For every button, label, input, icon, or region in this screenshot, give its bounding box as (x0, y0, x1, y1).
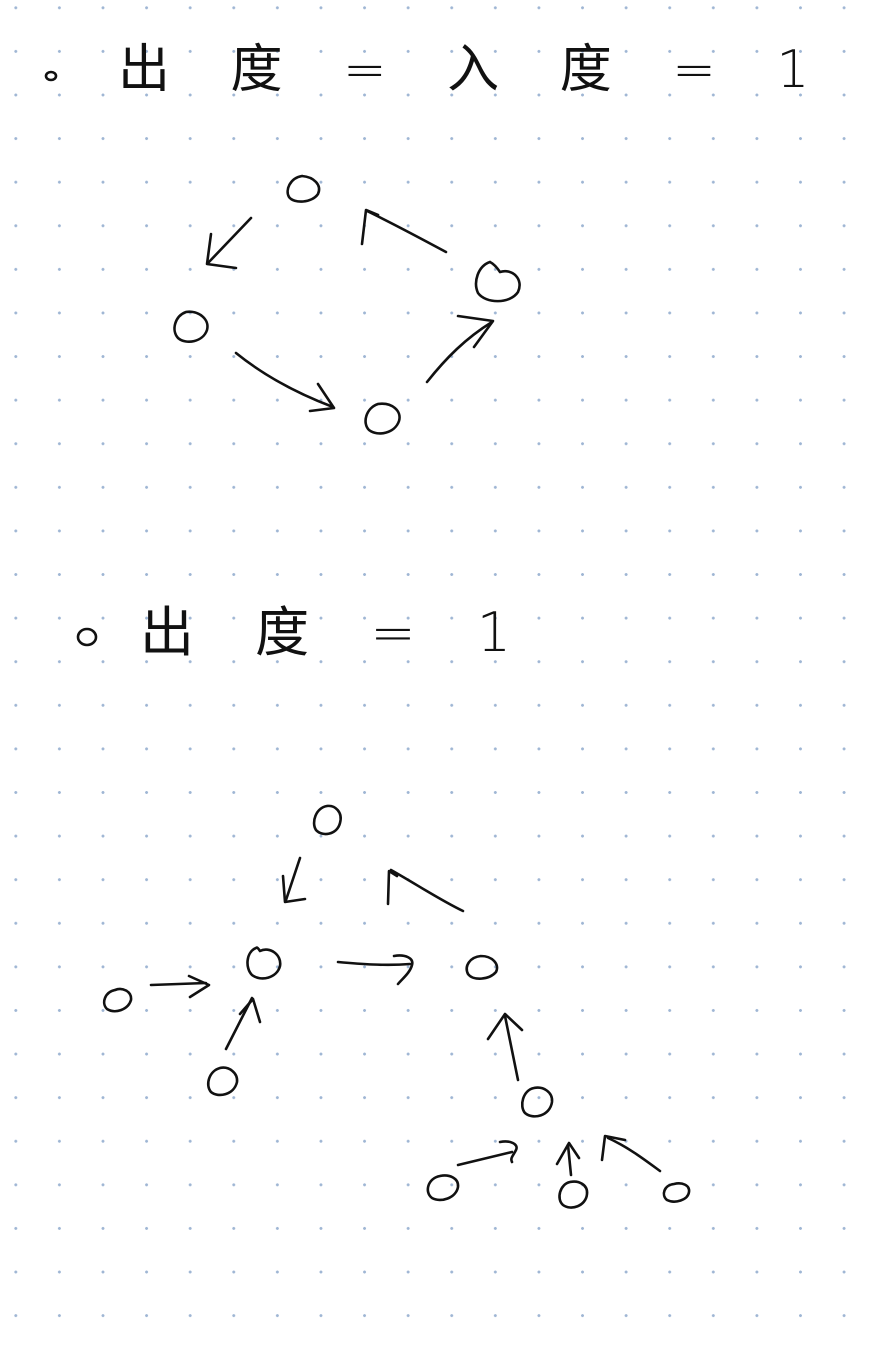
node-icon (364, 402, 401, 435)
node-icon (521, 1086, 554, 1118)
node-icon (207, 1066, 239, 1097)
node-icon (246, 946, 282, 980)
node-icon (286, 174, 321, 203)
bullet-icon (76, 627, 98, 647)
arrow-icon (149, 981, 208, 987)
arrow-icon (503, 1014, 520, 1082)
arrow-icon (425, 320, 494, 384)
arrow-icon (566, 1143, 573, 1177)
arrow-icon (206, 216, 253, 265)
node-icon (558, 1180, 589, 1209)
node-icon (102, 987, 133, 1013)
node-icon (465, 954, 499, 980)
functional-graph (102, 804, 691, 1209)
arrow-icon (365, 209, 448, 254)
node-icon (662, 1182, 691, 1203)
heading-indegree-outdegree: 出 度 = 入 度 = 1 (118, 40, 832, 100)
node-icon (173, 310, 209, 344)
cycle-graph (173, 174, 521, 435)
arrow-icon (234, 351, 335, 409)
arrow-icon (606, 1136, 662, 1173)
node-icon (312, 804, 342, 836)
arrow-icon (284, 856, 302, 902)
node-icon (426, 1174, 460, 1202)
arrow-icon (336, 960, 412, 967)
node-icon (474, 260, 521, 303)
bullet-icon (44, 70, 58, 82)
arrow-icon (389, 868, 465, 913)
arrow-icon (456, 1150, 514, 1167)
heading-outdegree: 出 度 = 1 (140, 601, 534, 664)
